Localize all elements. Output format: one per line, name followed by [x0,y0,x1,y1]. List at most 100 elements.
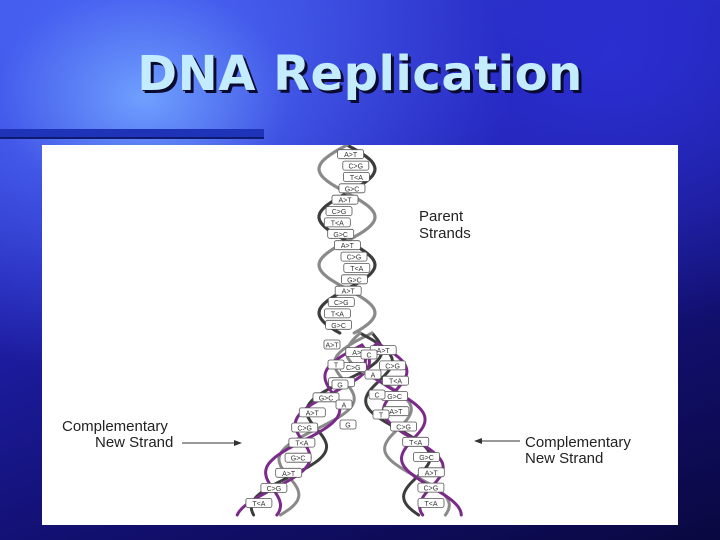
base-pair-box [323,217,351,228]
free-nucleotide: A [364,369,382,380]
base-pair-label: T<A [331,220,344,227]
base-pair-box [245,498,273,508]
base-pair-box [417,482,445,493]
right-base-pair: A>T [417,467,445,478]
base-pair-box [291,422,319,433]
base-pair-box [343,263,371,273]
base-pair-label: C>G [297,426,312,433]
left-base-pair: G>C [312,392,340,403]
base-pair-box [288,437,316,448]
parent-base-pair: C>G [340,251,368,262]
parent-base-pair: C>G [325,206,353,216]
base-pair-label: T<A [389,379,402,386]
parent-strand-a [317,145,377,335]
free-nucleotide-label: G [337,383,342,390]
left-base-pair: C>G [291,422,319,433]
free-nucleotide-box [372,409,390,420]
free-nucleotide: A [335,399,353,410]
labels-group: Parent Strands Complementary New Strand … [62,208,631,467]
base-pair-label: G>C [333,232,348,239]
free-nucleotide-label: A [342,403,347,410]
free-nucleotide-label: A [371,373,376,380]
parent-base-pair: G>C [327,228,355,239]
base-pair-label: T<A [424,501,437,508]
base-pair-label: C>G [424,486,439,493]
parent-base-pair: A>T [331,194,359,205]
base-pair-label: G>C [345,186,360,193]
base-pair-label: G>C [291,456,306,463]
free-nucleotide: C [360,349,378,360]
title-underline [0,129,264,139]
parent-base-pair: T<A [343,263,371,273]
base-pair-label: T<A [252,501,265,508]
parent-base-pair: G>C [338,183,366,194]
right-base-pair: C>G [417,482,445,493]
parent-base-pair: T<A [342,171,370,182]
complementary-left-label-2: New Strand [95,434,173,451]
base-pair-box [417,497,445,508]
base-pair-box [413,452,440,462]
parent-base-pair: G>C [340,274,368,284]
base-pair-label: T<A [350,175,363,182]
left-base-pair: C>G [260,482,288,493]
base-pair-box [284,452,312,463]
right-base-pair: T<A [402,436,430,447]
free-nucleotide: T [327,359,345,370]
parent-strands-label-1: Parent [419,208,464,225]
base-pair-box [325,206,353,216]
free-nucleotide: T [372,409,390,420]
free-nucleotide-box [335,399,353,410]
free-nucleotide: A>T [323,339,341,350]
parent-base-pair: C>G [342,160,370,171]
base-pair-label: T<A [295,441,308,448]
parent-base-pair: A>T [337,149,365,160]
base-pair-label: T<A [409,440,422,447]
base-pair-box [337,149,365,160]
free-nucleotide: G [331,379,349,390]
free-nucleotide-box [364,369,382,380]
complementary-right-label-1: Complementary [525,434,631,451]
right-base-pair: T<A [382,375,409,386]
right-base-pair: T<A [417,497,445,508]
base-pair-label: A>T [342,289,356,296]
base-pair-box [275,467,303,478]
left-base-pair: T<A [245,498,273,508]
base-pair-box [342,171,370,182]
base-pair-label: A>T [344,152,358,159]
parent-base-pair: A>T [333,240,361,250]
base-pair-label: G>C [347,277,362,284]
parent-base-pair: T<A [323,217,351,228]
left-base-pair: T<A [288,437,316,448]
slide-title: DNA Replication [137,46,583,102]
base-pair-label: C>G [396,425,411,432]
right-base-pair: C>G [390,421,418,432]
base-pair-label: A>T [352,350,366,357]
free-nucleotide-box [323,339,341,350]
free-nucleotide-label: A>T [325,343,339,350]
base-pair-box [323,308,351,319]
base-pair-box [402,436,430,447]
base-pair-box [417,467,445,478]
complementary-right-label-2: New Strand [525,450,603,467]
base-pair-box [298,407,326,418]
free-nucleotide-label: T [334,363,339,370]
right-base-pair: C>G [379,360,407,370]
base-pair-label: C>G [385,363,400,370]
left-base-pair: A>T [298,407,326,418]
parent-base-pair: A>T [334,285,362,296]
free-nucleotide-box [368,389,386,400]
base-pair-label: G>C [387,394,402,401]
free-nucleotide-label: C [366,353,371,360]
base-pair-box [338,183,366,194]
parent-base-pair: C>G [327,297,355,307]
base-pair-box [312,392,340,403]
base-pair-box [390,421,418,432]
base-pair-label: C>G [332,209,347,216]
right-arrowhead-icon [474,438,482,444]
base-pair-box [342,160,370,171]
base-pairs-group: A>TC>GT<AG>CA>TC>GT<AG>CA>TC>GT<AG>CA>TC… [245,149,445,508]
base-pair-label: C>G [347,255,362,262]
right-base-pair: G>C [381,391,409,401]
right-base-pair: G>C [413,452,440,462]
